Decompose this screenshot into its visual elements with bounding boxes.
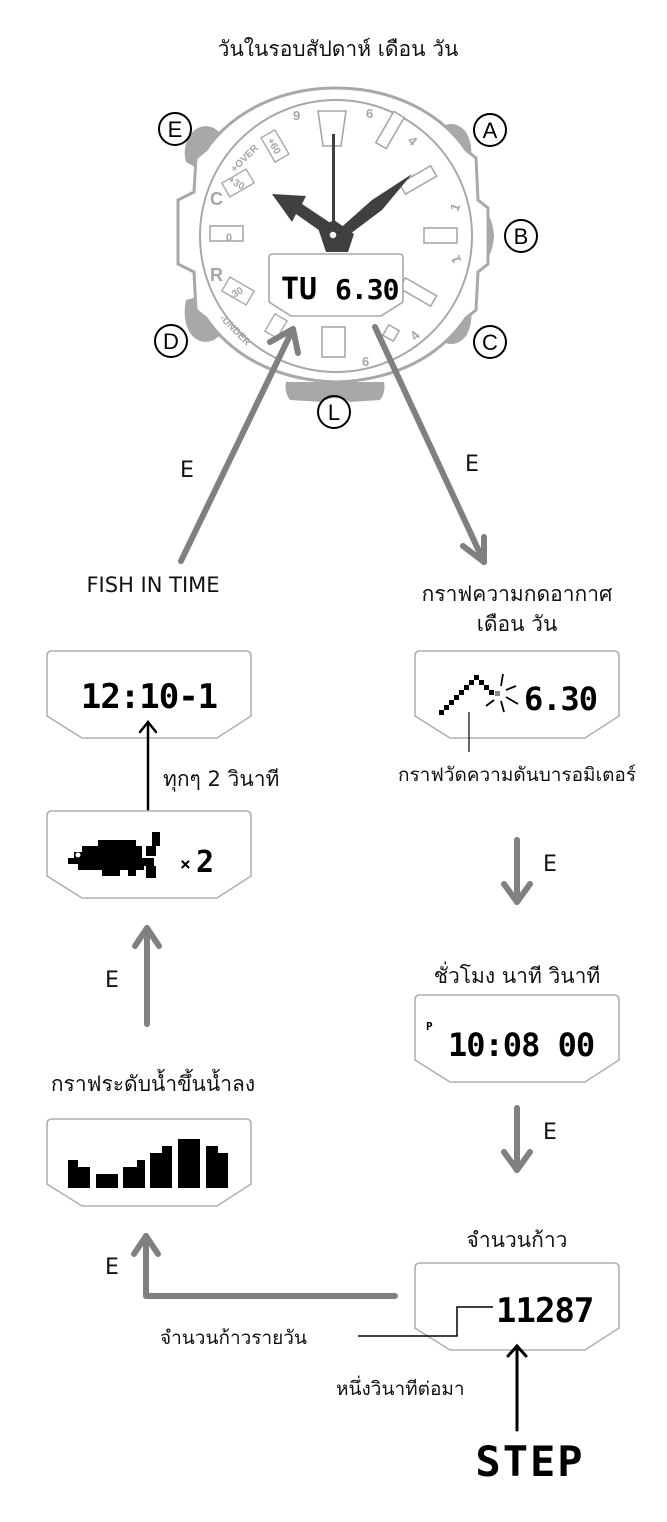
button-e-pusher: [184, 126, 222, 170]
barometer-date: 6.30: [524, 680, 597, 718]
svg-text:6: 6: [362, 354, 369, 369]
svg-text:C: C: [210, 189, 223, 209]
watch-hands: [272, 134, 412, 252]
step-count-title: จำนวนก้าว: [466, 1228, 568, 1252]
svg-text:0: 0: [226, 232, 232, 244]
button-d-label: D: [163, 329, 179, 354]
tide-bars: [68, 1139, 228, 1188]
watch-lcd-date: 6.30: [335, 273, 399, 306]
fish-time-display: 12:10-1: [46, 650, 252, 740]
dial-scale-boxes: [220, 128, 290, 340]
barometer-title-line2: เดือน วัน: [476, 612, 558, 636]
button-a-label: A: [483, 118, 498, 143]
fish-count-multiplier-x: ×: [180, 854, 191, 875]
barometer-graph-callout: กราฟวัดความดันบารอมิเตอร์: [397, 764, 637, 786]
tide-graph-title: กราฟระดับน้ำขึ้นน้ำลง: [50, 1072, 256, 1096]
watch-lcd-window: [268, 253, 404, 317]
step-lcd-label: STEP: [455, 1436, 605, 1486]
button-c-label: C: [482, 330, 498, 355]
transition-label-e: E: [105, 1255, 119, 1280]
button-e-label: E: [168, 117, 183, 142]
svg-text:9: 9: [293, 108, 300, 123]
barometer-title-line1: กราฟความกดอากาศ: [421, 582, 613, 606]
fish-time-value: 12:10-1: [81, 677, 217, 717]
time-value: 10:08 00: [448, 1026, 594, 1064]
transition-label-e: E: [543, 852, 557, 877]
fish-in-time-title: FISH IN TIME: [86, 573, 220, 597]
fish-icon: [68, 832, 160, 878]
pm-indicator: P: [426, 1020, 433, 1033]
transition-label-e: E: [543, 1120, 557, 1145]
button-b-label: B: [514, 224, 529, 249]
svg-text:1: 1: [448, 254, 465, 266]
step-count-value: 11287: [496, 1291, 593, 1331]
step-count-display: 11287: [414, 1262, 620, 1352]
watch-mode-title: วันในรอบสัปดาห์ เดือน วัน: [217, 37, 459, 61]
pressure-graph-dots: [439, 675, 494, 715]
transition-label-e: E: [180, 458, 194, 483]
watch-lcd-day: TU: [281, 272, 317, 307]
transition-label-e: E: [465, 452, 479, 477]
time-mode-title: ชั่วโมง นาที วินาที: [433, 964, 601, 988]
tide-graph-display: [46, 1118, 252, 1208]
barometer-display: 6.30: [414, 650, 620, 740]
blink-indicator-icon: [485, 673, 519, 713]
svg-text:R: R: [210, 265, 223, 285]
button-l-label: L: [328, 400, 340, 425]
daily-step-callout: จำนวนก้าวรายวัน: [160, 1327, 307, 1349]
minute-hand: [336, 174, 412, 240]
time-display: P 10:08 00: [414, 994, 620, 1084]
fish-count-value: 2: [196, 845, 214, 880]
svg-text:1: 1: [447, 201, 464, 213]
second-hand: [332, 134, 335, 238]
transition-label-e: E: [105, 968, 119, 993]
one-second-later-note: หนึ่งวินาทีต่อมา: [336, 1378, 465, 1400]
svg-text:6: 6: [366, 106, 373, 121]
button-l-pusher: [285, 382, 385, 402]
fish-icon-display: × 2: [46, 810, 252, 900]
alternate-interval-note: ทุกๆ 2 วินาที: [163, 767, 280, 791]
svg-text:STEP: STEP: [475, 1437, 584, 1486]
watch-illustration: 9 6 4 1 1 4 6 C R 0 +OVER -UNDER +30 +60…: [0, 0, 667, 440]
